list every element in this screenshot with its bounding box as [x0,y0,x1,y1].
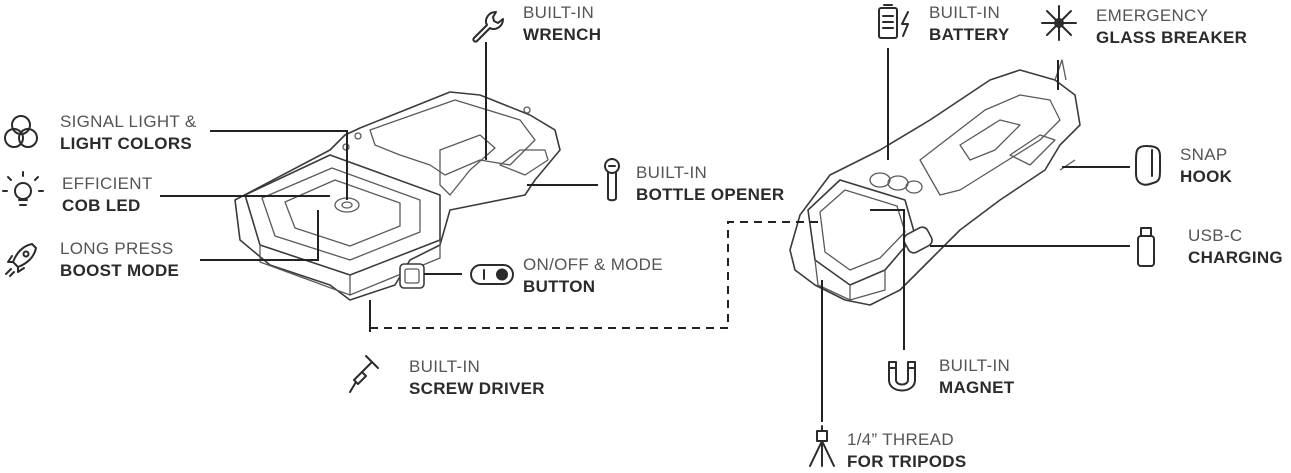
battery-icon [878,4,909,39]
label-line1: BUILT-IN [929,3,1001,22]
label-line2: COB LED [62,196,141,215]
label-wrench: BUILT-IN WRENCH [523,2,601,46]
label-battery: BUILT-IN BATTERY [929,2,1009,46]
label-line2: FOR TRIPODS [847,452,967,471]
label-line1: 1/4” THREAD [847,430,954,449]
magnet-icon [888,361,916,392]
leader-dashed-link [370,221,822,329]
label-line2: LIGHT COLORS [60,134,193,153]
label-line2: SCREW DRIVER [409,379,545,398]
label-signal-light: SIGNAL LIGHT & LIGHT COLORS [60,111,196,155]
label-line1: USB-C [1188,226,1243,245]
rgb-circles-icon [4,115,38,148]
label-line1: BUILT-IN [939,356,1011,375]
usb-c-icon [1137,227,1155,267]
label-magnet: BUILT-IN MAGNET [939,355,1014,399]
label-bottle-opener: BUILT-IN BOTTLE OPENER [636,162,784,206]
label-line2: BOOST MODE [60,261,180,280]
label-line2: CHARGING [1188,248,1283,267]
label-line1: SNAP [1180,145,1228,164]
label-line1: ON/OFF & MODE [523,255,663,274]
label-line1: EMERGENCY [1096,6,1209,25]
label-line1: BUILT-IN [523,3,595,22]
label-glass-breaker: EMERGENCY GLASS BREAKER [1096,5,1247,49]
label-line2: BOTTLE OPENER [636,185,785,204]
label-line1: LONG PRESS [60,239,174,258]
screwdriver-icon [349,355,379,393]
device-angled-view [789,59,1081,306]
label-line2: BUTTON [523,277,596,296]
glass-breaker-icon [1041,5,1077,41]
label-line2: BATTERY [929,25,1010,44]
label-button: ON/OFF & MODE BUTTON [523,254,663,298]
label-line1: BUILT-IN [636,163,708,182]
label-usb-c-charging: USB-C CHARGING [1188,225,1283,269]
wrench-icon [472,11,504,43]
label-line2: MAGNET [939,378,1015,397]
label-tripod-thread: 1/4” THREAD FOR TRIPODS [847,429,966,473]
toggle-switch-icon [470,264,514,285]
leader-signal [210,130,348,200]
lightbulb-icon [2,171,44,206]
label-screw-driver: BUILT-IN SCREW DRIVER [409,356,545,400]
label-line2: WRENCH [523,25,602,44]
label-line2: GLASS BREAKER [1096,28,1248,47]
tripod-icon [809,425,835,467]
label-line1: EFFICIENT [62,174,153,193]
device-top-view [234,91,561,301]
rocket-icon [5,243,37,277]
leader-lines [160,42,1130,422]
label-snap-hook: SNAP HOOK [1180,144,1232,188]
carabiner-icon [1135,145,1161,186]
label-cob-led: EFFICIENT COB LED [62,173,153,217]
leader-boost [200,210,319,261]
leader-magnet [870,209,905,350]
label-line2: HOOK [1180,167,1233,186]
label-line1: SIGNAL LIGHT & [60,112,197,131]
bottle-opener-icon [604,158,620,202]
label-boost-mode: LONG PRESS BOOST MODE [60,238,179,282]
label-line1: BUILT-IN [409,357,481,376]
